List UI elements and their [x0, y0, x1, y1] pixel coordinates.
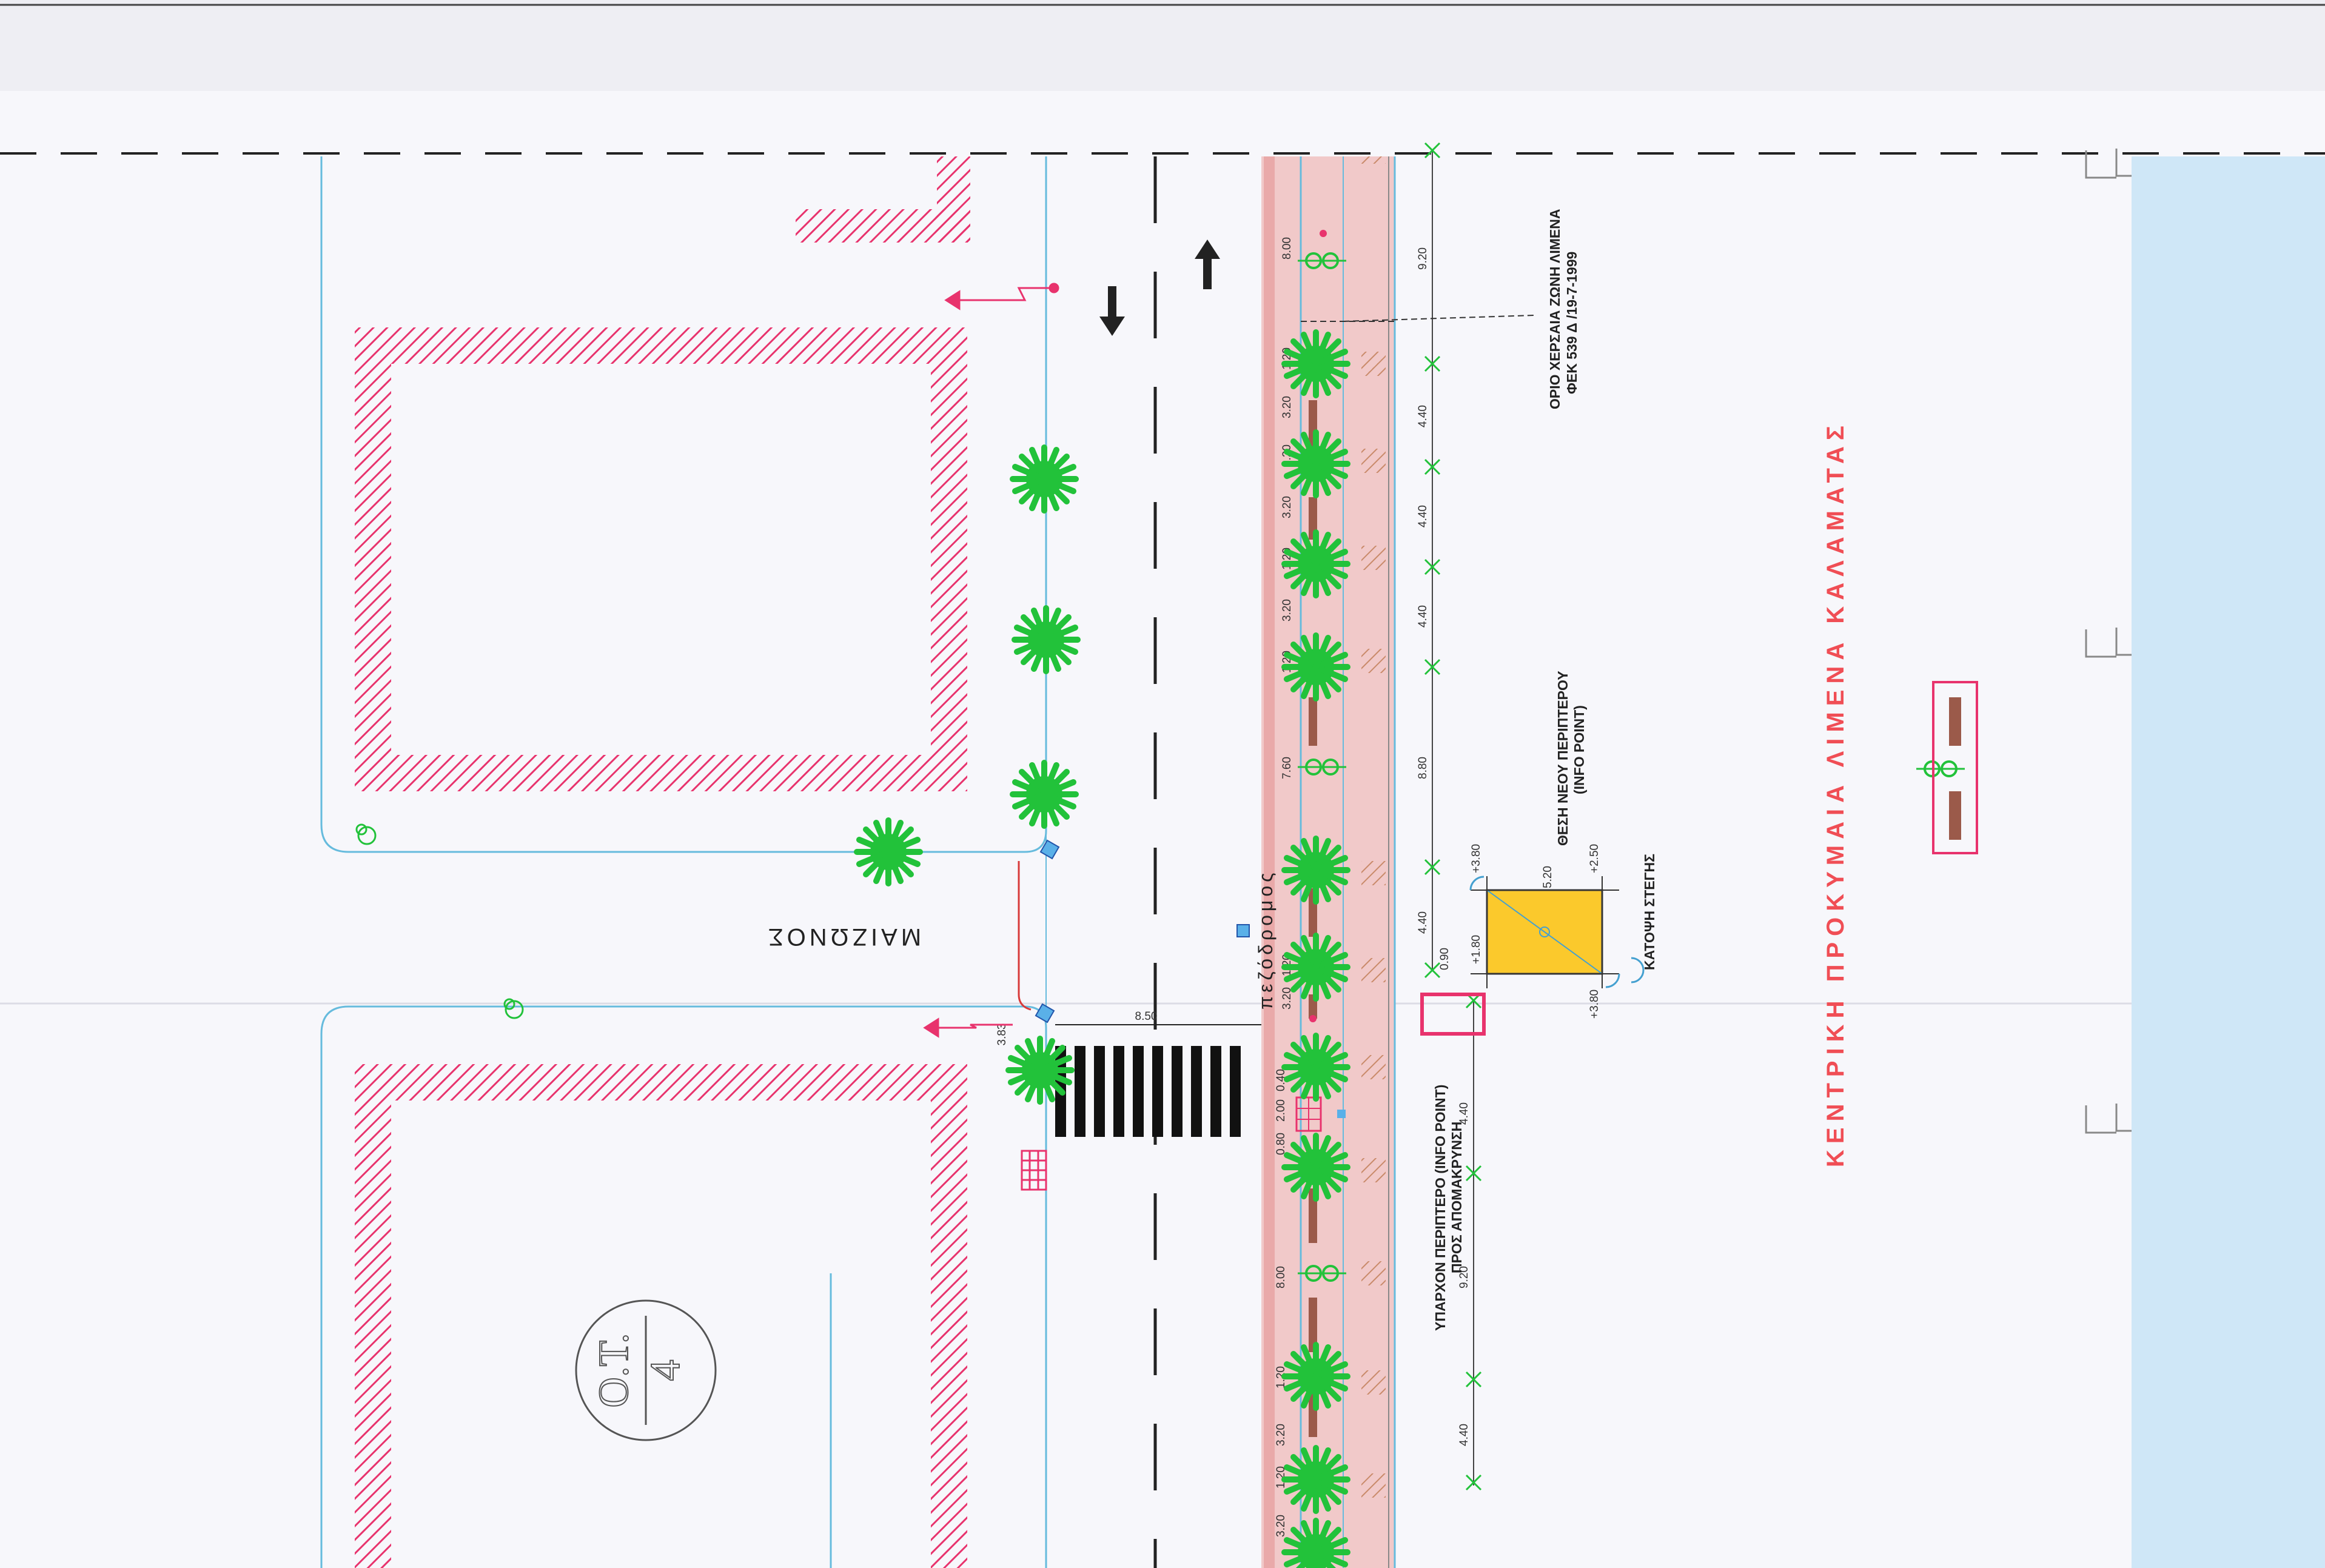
- building-block-upper: [355, 327, 967, 791]
- svg-text:4.40: 4.40: [1458, 1102, 1471, 1125]
- svg-text:+3.80: +3.80: [1588, 990, 1601, 1019]
- svg-text:+2.50: +2.50: [1588, 844, 1601, 873]
- svg-text:0.40: 0.40: [1275, 1069, 1287, 1091]
- port-boundary-label-1: ΟΡΙΟ ΧΕΡΣΑΙΑ ΖΩΝΗ ΛΙΜΕΝΑ: [1547, 209, 1563, 409]
- svg-text:0.90: 0.90: [1438, 948, 1451, 970]
- shrubs: [355, 823, 524, 1019]
- direction-flag-bottom: [923, 1017, 1013, 1038]
- svg-text:3.20: 3.20: [1281, 396, 1293, 418]
- building-block-lower: [355, 1064, 967, 1568]
- sidewalk-label: πεζόδρομος: [1255, 869, 1277, 1010]
- dim-crossing: 8.50: [1135, 1010, 1158, 1023]
- svg-text:8.00: 8.00: [1275, 1266, 1287, 1288]
- svg-text:7.60: 7.60: [1281, 757, 1293, 779]
- svg-text:3.20: 3.20: [1275, 1515, 1287, 1537]
- svg-text:+3.80: +3.80: [1470, 844, 1483, 873]
- new-kiosk-label-1: ΘΕΣΗ ΝΕΟΥ ΠΕΡΙΠΤΕΡΟΥ: [1555, 671, 1571, 846]
- svg-text:9.20: 9.20: [1417, 247, 1429, 270]
- svg-text:1.20: 1.20: [1275, 1466, 1287, 1489]
- arrow-up-icon: [1195, 240, 1220, 289]
- svg-text:0.80: 0.80: [1275, 1133, 1287, 1155]
- svg-text:3.20: 3.20: [1275, 1424, 1287, 1446]
- street-name-label: ΜΑΙΖΩΝΟΣ: [765, 923, 921, 950]
- existing-kiosk-label-1: ΥΠΑΡΧΟΝ ΠΕΡΙΠΤΕΡΟ (INFO POINT): [1432, 1085, 1448, 1331]
- dim-crossing-side: 3.83: [996, 1024, 1008, 1046]
- building-top-left-corner: [796, 156, 970, 243]
- svg-text:3.20: 3.20: [1281, 987, 1293, 1010]
- outer-dimensions: 9.20 4.40 4.40 4.40 8.80 4.40 0.90 4.40 …: [1417, 247, 1471, 1446]
- new-kiosk-label-2: (INFO POINT): [1571, 705, 1587, 794]
- svg-text:3.20: 3.20: [1281, 496, 1293, 518]
- quay-bollards: [2085, 149, 2132, 1134]
- kiosk-dimensions: +3.80 5.20 +2.50 +1.80 +3.80: [1470, 844, 1601, 1019]
- sidewalk-dimensions: 8.00 1.20 3.20 1.20 3.20 1.20 3.20 1.20 …: [1275, 237, 1293, 1537]
- svg-text:2.00: 2.00: [1275, 1099, 1287, 1122]
- street-connection-red: [1018, 861, 1032, 1011]
- svg-text:4.40: 4.40: [1417, 405, 1429, 427]
- pedestrian-crossing: [1055, 1046, 1241, 1137]
- svg-text:8.80: 8.80: [1417, 757, 1429, 779]
- svg-text:4: 4: [642, 1360, 689, 1381]
- svg-text:8.00: 8.00: [1281, 237, 1293, 260]
- svg-text:4.40: 4.40: [1417, 911, 1429, 934]
- svg-text:+1.80: +1.80: [1470, 935, 1483, 964]
- svg-text:5.20: 5.20: [1542, 866, 1554, 888]
- block-id-badge: Ο.Τ. 4: [575, 1299, 717, 1441]
- svg-text:4.40: 4.40: [1417, 505, 1429, 528]
- svg-text:Ο.Τ.: Ο.Τ.: [591, 1333, 637, 1407]
- arrow-down-icon: [1099, 286, 1125, 336]
- existing-kiosk-label-2: ΠΡΟΣ ΑΠΟΜΑΚΡΥΝΣΗ: [1449, 1122, 1464, 1273]
- bin-grid: [1021, 1150, 1047, 1191]
- svg-text:4.40: 4.40: [1458, 1424, 1471, 1446]
- svg-text:3.20: 3.20: [1281, 599, 1293, 622]
- harbour-quay-label: ΚΕΝΤΡΙΚΗ ΠΡΟΚΥΜΑΙΑ ΛΙΜΕΝΑ ΚΑΛΑΜΑΤΑΣ: [1822, 420, 1849, 1167]
- direction-flag-top: [944, 283, 1059, 310]
- roof-plan-label: ΚΑΤΟΨΗ ΣΤΕΓΗΣ: [1642, 854, 1657, 970]
- port-boundary-label-2: ΦΕΚ 539 Δ /19-7-1999: [1564, 252, 1580, 394]
- svg-text:1.20: 1.20: [1275, 1366, 1287, 1389]
- svg-text:4.40: 4.40: [1417, 605, 1429, 628]
- sea: [2132, 156, 2325, 1568]
- quay-bench-group: [1932, 681, 1978, 854]
- existing-kiosk-marker: [1420, 993, 1486, 1036]
- new-kiosk: [1469, 876, 1645, 988]
- svg-text:9.20: 9.20: [1458, 1266, 1471, 1288]
